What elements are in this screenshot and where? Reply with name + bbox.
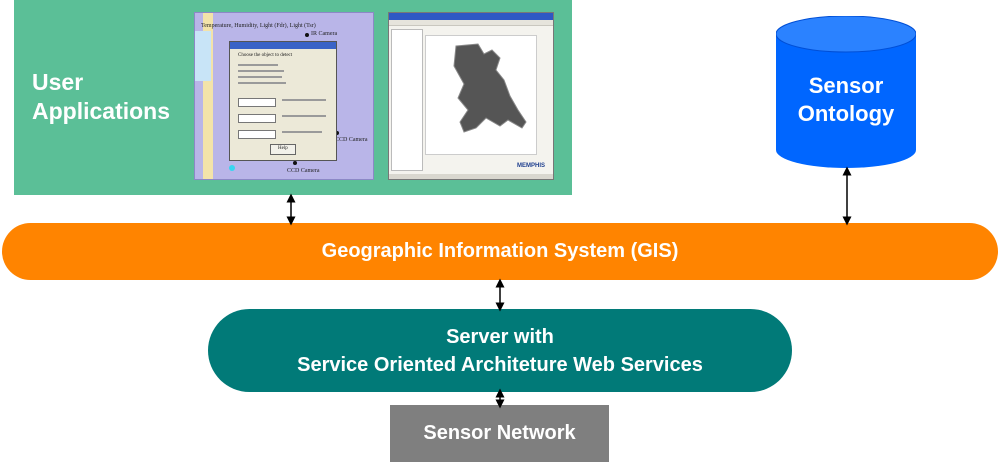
image-app-menubar: [389, 20, 553, 26]
map-app-screenshot: Temperature, Humidity, Light (Fdr), Ligh…: [194, 12, 374, 180]
ir-camera-marker: [305, 33, 309, 37]
map-road: [203, 13, 213, 179]
dialog-option-line: [238, 70, 284, 72]
dialog-email-input[interactable]: [238, 130, 276, 139]
sensor-network-label: Sensor Network: [423, 422, 576, 444]
ccd-camera-marker-right: [335, 131, 339, 135]
dialog-field-hint: [282, 115, 326, 117]
database-cylinder-icon: [775, 15, 917, 168]
gis-layer: Geographic Information System (GIS): [2, 223, 998, 280]
image-app-side-panel: [391, 29, 423, 171]
ccd-camera-label-right: CCD Camera: [335, 137, 368, 143]
detected-object-image: [453, 43, 527, 133]
dialog-interval-input[interactable]: [238, 114, 276, 123]
user-applications-title-line1: User: [32, 69, 84, 95]
dialog-option-line: [238, 76, 282, 78]
image-app-canvas: [425, 35, 537, 155]
sensor-ontology-title: Sensor Ontology: [776, 72, 916, 128]
sensor-network-layer: Sensor Network: [390, 405, 609, 462]
sensor-node-marker: [229, 165, 235, 171]
map-water-block: [195, 31, 211, 81]
object-detect-dialog: Choose the object to detect Help: [229, 41, 337, 161]
image-app-titlebar: [389, 13, 553, 20]
map-sensor-header: Temperature, Humidity, Light (Fdr), Ligh…: [201, 23, 316, 29]
sensor-ontology-cylinder: Sensor Ontology: [775, 15, 917, 168]
sensor-ontology-title-line2: Ontology: [797, 101, 895, 126]
dialog-field-hint: [282, 99, 326, 101]
ir-camera-label: IR Camera: [311, 31, 338, 37]
dialog-titlebar: [230, 42, 336, 49]
memphis-logo: MEMPHIS: [516, 163, 545, 169]
image-app-statusbar: [389, 174, 553, 179]
user-applications-title-line2: Applications: [32, 98, 171, 124]
ccd-camera-marker-bottom: [293, 161, 297, 165]
sensor-ontology-title-line1: Sensor: [808, 73, 884, 98]
dialog-help-button[interactable]: Help: [270, 144, 296, 155]
dialog-heading: Choose the object to detect: [238, 53, 293, 58]
dialog-option-line: [238, 82, 286, 84]
user-applications-title: User Applications: [32, 68, 170, 126]
dialog-option-line: [238, 64, 278, 66]
ccd-camera-label-bottom: CCD Camera: [287, 168, 320, 174]
dialog-threshold-input[interactable]: [238, 98, 276, 107]
gis-label: Geographic Information System (GIS): [321, 240, 679, 262]
image-app-screenshot: MEMPHIS: [388, 12, 554, 180]
dialog-help-label: Help: [278, 146, 288, 151]
server-label-line2: Service Oriented Architeture Web Service…: [297, 353, 703, 376]
server-label-line1: Server with: [446, 325, 554, 348]
server-layer: Server with Service Oriented Architeture…: [208, 309, 792, 392]
dialog-field-hint: [282, 131, 322, 133]
